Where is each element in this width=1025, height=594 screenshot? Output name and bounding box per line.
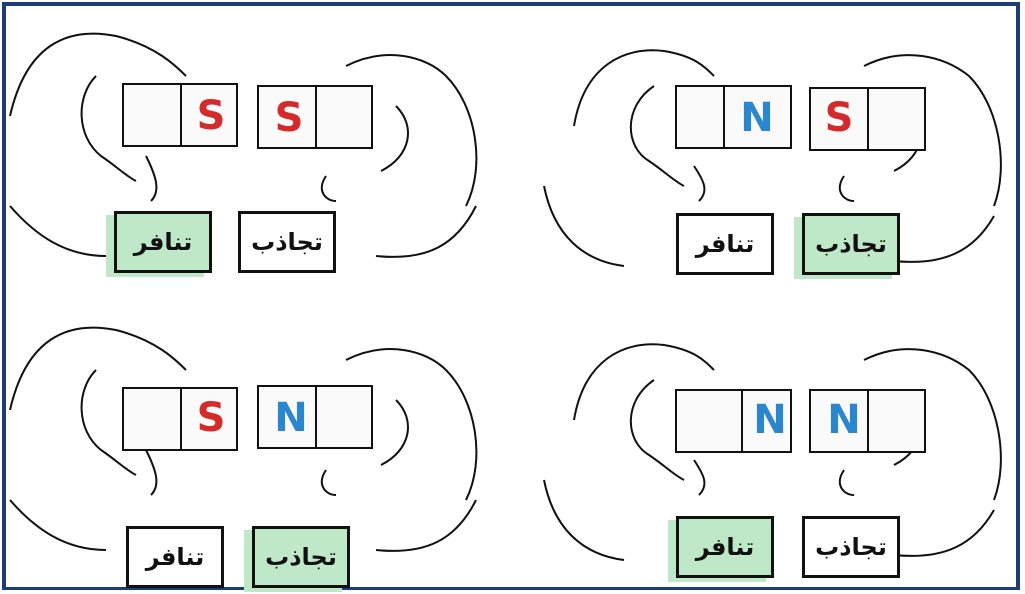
- magnet-left-pole-letter: S: [196, 395, 226, 441]
- magnet-right-pole-letter: S: [274, 95, 304, 141]
- option-label: تجاذب: [815, 533, 887, 561]
- option-repulsion[interactable]: تنافر: [676, 213, 774, 275]
- option-label: تنافر: [133, 228, 193, 256]
- option-label: تجاذب: [251, 228, 323, 256]
- hands-holding-magnets-illustration: [9, 32, 478, 258]
- hands-holding-magnets-illustration: [543, 343, 1002, 561]
- magnet-left-pole-letter: N: [740, 95, 774, 141]
- magnet-right-pole-letter: N: [274, 395, 308, 441]
- option-label: تجاذب: [815, 230, 887, 258]
- magnet-right-pole-letter: S: [824, 95, 854, 141]
- option-label: تنافر: [145, 543, 205, 571]
- option-label: تجاذب: [265, 543, 337, 571]
- option-repulsion[interactable]: تنافر: [676, 516, 774, 578]
- option-attraction[interactable]: تجاذب: [802, 516, 900, 578]
- panel-top-right: N S تنافر تجاذب: [514, 6, 1022, 300]
- option-label: تنافر: [695, 230, 755, 258]
- option-attraction[interactable]: تجاذب: [802, 213, 900, 275]
- magnet-left-pole-letter: S: [196, 93, 226, 139]
- option-repulsion[interactable]: تنافر: [114, 211, 212, 273]
- option-label: تنافر: [695, 533, 755, 561]
- panel-bottom-right: N N تنافر تجاذب: [514, 300, 1022, 594]
- option-attraction[interactable]: تجاذب: [252, 526, 350, 588]
- panel-bottom-left: S N تنافر تجاذب: [6, 300, 514, 594]
- hands-holding-magnets-illustration: [9, 326, 478, 552]
- hands-holding-magnets-illustration: [543, 49, 1002, 267]
- option-repulsion[interactable]: تنافر: [126, 526, 224, 588]
- panel-top-left: S S تنافر تجاذب: [6, 6, 514, 300]
- option-attraction[interactable]: تجاذب: [238, 211, 336, 273]
- magnet-right-pole-letter: N: [827, 397, 861, 443]
- magnet-left-pole-letter: N: [753, 397, 787, 443]
